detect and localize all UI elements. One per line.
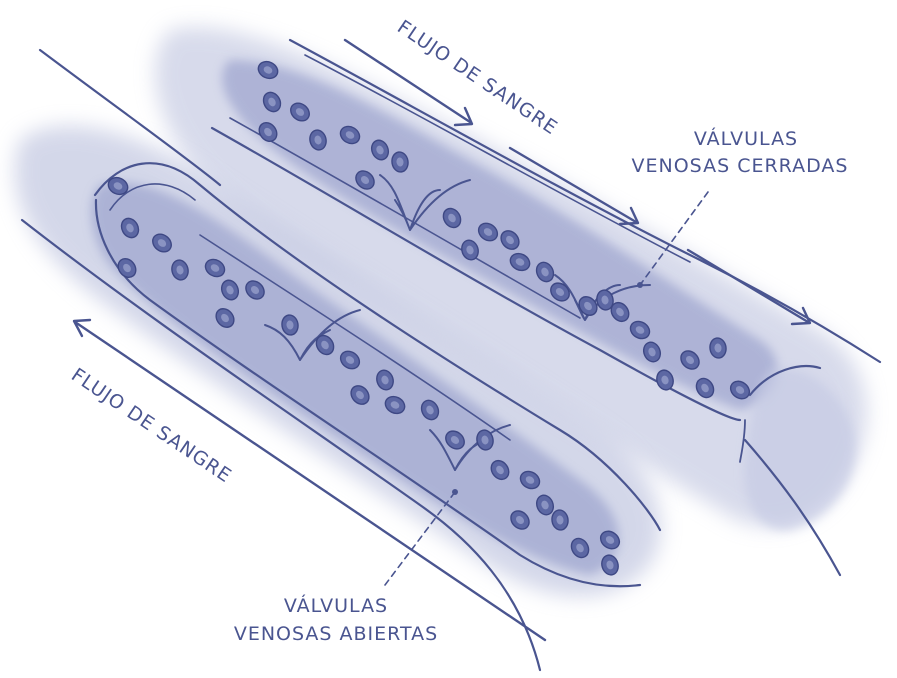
open-valves-label-line1: VÁLVULAS — [284, 594, 388, 617]
flow-label-bottom: FLUJO DE SANGRE — [67, 364, 235, 488]
open-valves-label-line2: VENOSAS ABIERTAS — [234, 623, 438, 645]
open-valves-leader-dot — [452, 489, 458, 495]
closed-valves-label-line2: VENOSAS CERRADAS — [632, 155, 849, 177]
closed-valves-label-line1: VÁLVULAS — [694, 127, 798, 150]
closed-valves-leader-dot — [637, 282, 643, 288]
